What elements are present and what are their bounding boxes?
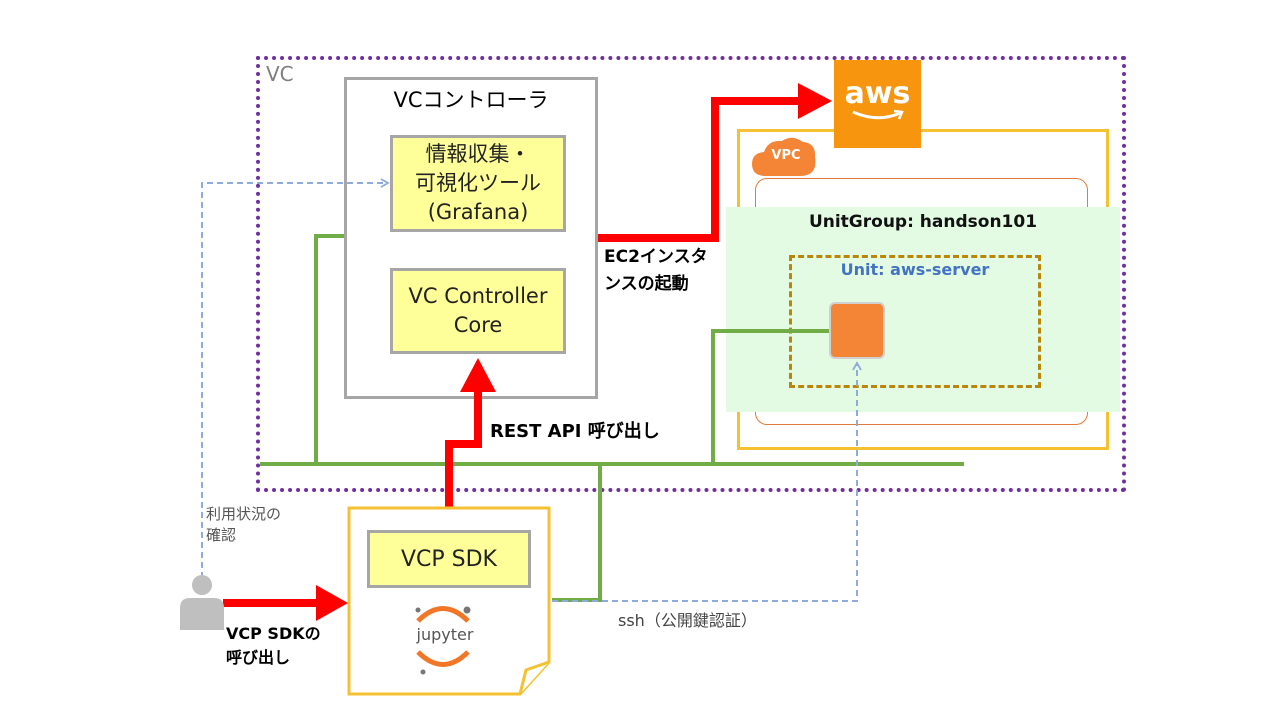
ec2-launch-label-line1: EC2インスタ — [604, 247, 708, 267]
aws-smile-icon — [851, 109, 904, 120]
rest-api-label: REST API 呼び出し — [490, 421, 660, 442]
unit-label: Unit: aws-server — [840, 260, 990, 279]
ec2-launch-arrow — [598, 97, 812, 242]
rest-api-arrow — [445, 385, 482, 530]
usage-check-label: 利用状況の 確認 — [206, 504, 281, 546]
sdk-call-label-line2: 呼び出し — [226, 648, 291, 667]
usage-check-label-line1: 利用状況の — [206, 505, 282, 523]
vcp-sdk-box: VCP SDK — [367, 530, 531, 588]
core-line2: Core — [453, 313, 503, 337]
usage-check-label-line2: 確認 — [206, 526, 237, 544]
grafana-box: 情報収集・ 可視化ツール (Grafana) — [390, 135, 566, 232]
jupyter-label: jupyter — [416, 625, 474, 644]
sdk-call-label-line1: VCP SDKの — [226, 624, 321, 643]
core-line1: VC Controller — [408, 284, 548, 308]
vpc-cloud-icon — [752, 137, 816, 176]
grafana-line3: (Grafana) — [427, 200, 529, 224]
ec2-instance-icon — [829, 302, 885, 359]
sdk-call-label: VCP SDKの 呼び出し — [226, 622, 321, 670]
ssh-label: ssh（公開鍵認証） — [618, 611, 757, 630]
vc-controller-frame — [344, 77, 598, 399]
user-icon — [180, 575, 224, 630]
aws-logo: aws — [834, 60, 921, 148]
grafana-line1: 情報収集・ — [425, 142, 531, 166]
sdk-call-arrowhead — [316, 585, 348, 621]
vc-controller-core-box: VC Controller Core — [390, 268, 566, 354]
vc-frame — [256, 56, 1126, 492]
jupyter-logo-icon — [415, 606, 471, 675]
ec2-launch-label-line2: ンスの起動 — [604, 274, 689, 294]
rest-api-arrowhead — [460, 358, 496, 392]
aws-logo-text: aws — [844, 76, 911, 111]
vc-label: VC — [266, 62, 294, 86]
vpc-badge-label: VPC — [771, 148, 801, 163]
vc-controller-title: VCコントローラ — [393, 88, 549, 112]
grafana-line2: 可視化ツール — [415, 171, 541, 195]
unitgroup-label: UnitGroup: handson101 — [808, 212, 1038, 232]
ec2-launch-arrowhead — [798, 83, 832, 119]
unit-frame — [789, 255, 1041, 388]
dashed-access-lines — [201, 178, 862, 602]
vcp-sdk-label: VCP SDK — [400, 546, 497, 572]
ec2-launch-label: EC2インスタ ンスの起動 — [604, 244, 708, 298]
